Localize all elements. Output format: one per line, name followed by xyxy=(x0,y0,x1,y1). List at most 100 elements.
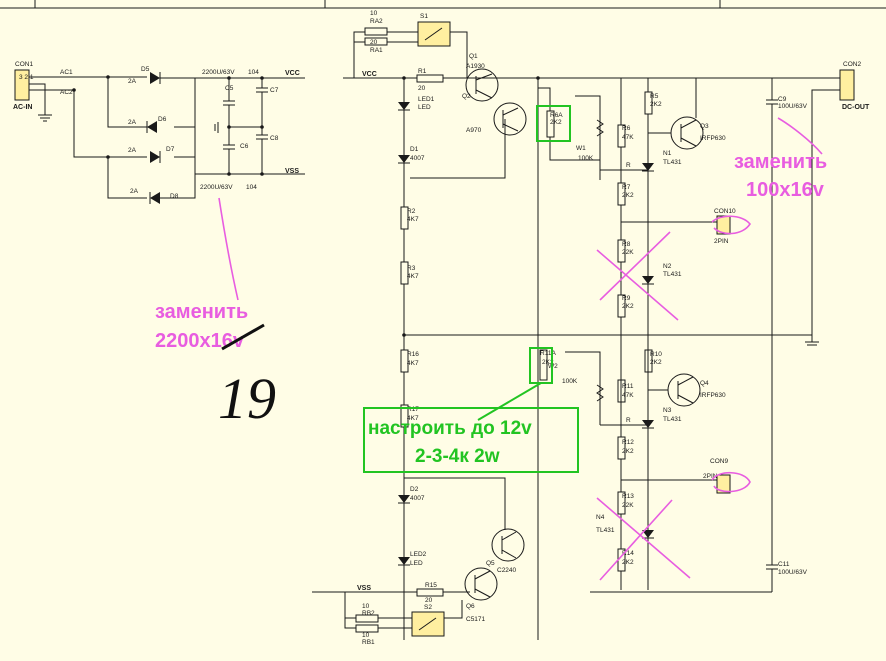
svg-text:2A: 2A xyxy=(128,78,137,85)
svg-text:20: 20 xyxy=(418,85,426,92)
c5-value: 2200U/63V xyxy=(202,69,235,76)
con2-connector: CON2 DC-OUT xyxy=(839,61,870,111)
annotation-replace-2200-line2: 2200x16v xyxy=(155,330,245,352)
svg-text:2A: 2A xyxy=(128,119,137,126)
svg-text:R12: R12 xyxy=(622,439,634,446)
svg-text:100U/63V: 100U/63V xyxy=(778,103,808,110)
green-pointer xyxy=(477,382,542,421)
svg-text:D1: D1 xyxy=(410,146,419,153)
svg-text:R17: R17 xyxy=(407,406,419,413)
svg-text:W2: W2 xyxy=(548,363,558,370)
svg-text:S2: S2 xyxy=(424,604,432,611)
svg-text:R11: R11 xyxy=(622,383,634,390)
svg-text:R8: R8 xyxy=(622,241,631,248)
annotation-replace-2200-line1: заменить xyxy=(155,301,248,323)
svg-text:R15: R15 xyxy=(425,582,437,589)
svg-text:2K2: 2K2 xyxy=(622,559,634,566)
svg-text:Q4: Q4 xyxy=(700,380,709,387)
svg-text:LED2: LED2 xyxy=(410,551,427,558)
svg-text:N2: N2 xyxy=(663,263,672,270)
svg-text:VCC: VCC xyxy=(362,71,377,78)
switch-s2: S2 xyxy=(411,604,445,637)
svg-text:R7: R7 xyxy=(622,184,631,191)
svg-text:R14: R14 xyxy=(622,550,634,557)
svg-text:R13: R13 xyxy=(622,493,634,500)
svg-text:TL431: TL431 xyxy=(663,416,682,423)
svg-text:TL431: TL431 xyxy=(663,271,682,278)
svg-text:C9: C9 xyxy=(778,96,787,103)
svg-text:D5: D5 xyxy=(141,66,150,73)
transistor-q3: Q3 IRFP630 xyxy=(670,116,726,150)
svg-text:R3: R3 xyxy=(407,265,416,272)
svg-text:TL431: TL431 xyxy=(663,159,682,166)
svg-text:2K2: 2K2 xyxy=(622,303,634,310)
svg-text:R1: R1 xyxy=(418,68,427,75)
transistor-q4: Q4 IRFP630 xyxy=(667,373,726,407)
annotation-replace-100-line2: 100x16v xyxy=(746,179,825,201)
svg-text:R10: R10 xyxy=(650,351,662,358)
svg-text:CON2: CON2 xyxy=(843,61,861,68)
svg-text:LED: LED xyxy=(418,104,431,111)
svg-text:47K: 47K xyxy=(622,134,634,141)
svg-text:RB1: RB1 xyxy=(362,639,375,646)
transistor-q2: Q2 A970 xyxy=(462,93,527,136)
svg-text:10: 10 xyxy=(370,10,378,17)
svg-text:S1: S1 xyxy=(420,13,428,20)
svg-text:D8: D8 xyxy=(170,193,179,200)
svg-text:AC1: AC1 xyxy=(60,69,73,76)
svg-text:4K7: 4K7 xyxy=(407,360,419,367)
svg-text:CON10: CON10 xyxy=(714,208,736,215)
svg-text:2PIN: 2PIN xyxy=(703,473,718,480)
switch-s1: S1 xyxy=(417,13,451,47)
arrow-to-c6 xyxy=(218,197,239,301)
cross-n4-b xyxy=(599,499,673,581)
arrow-to-c9 xyxy=(777,117,823,155)
svg-text:R2: R2 xyxy=(407,208,416,215)
svg-text:100U/63V: 100U/63V xyxy=(778,569,808,576)
svg-text:2200U/63V: 2200U/63V xyxy=(200,184,233,191)
svg-text:20: 20 xyxy=(425,597,433,604)
svg-text:Q6: Q6 xyxy=(466,603,475,610)
svg-text:2K2: 2K2 xyxy=(622,448,634,455)
svg-text:2K2: 2K2 xyxy=(550,119,562,126)
svg-text:104: 104 xyxy=(246,184,257,191)
cross-n2-b xyxy=(599,231,671,301)
con1-label: CON1 xyxy=(15,61,33,68)
transistor-q1: Q1 A1930 xyxy=(465,53,499,102)
diode-d5: D5 2A xyxy=(128,66,161,85)
svg-text:100K: 100K xyxy=(562,378,578,385)
loop-con10 xyxy=(711,215,751,235)
transistor-q5: Q5 C2240 xyxy=(486,528,525,574)
annotation-tune-box xyxy=(363,407,579,473)
svg-text:C8: C8 xyxy=(270,135,279,142)
cross-n2-a xyxy=(596,249,679,321)
svg-text:IRFP630: IRFP630 xyxy=(700,392,726,399)
highlight-r6a xyxy=(536,105,571,142)
svg-text:R9: R9 xyxy=(622,295,631,302)
svg-text:R16: R16 xyxy=(407,351,419,358)
svg-text:R: R xyxy=(626,417,631,424)
svg-text:RA1: RA1 xyxy=(370,47,383,54)
loop-con9 xyxy=(711,471,751,493)
svg-text:R11A: R11A xyxy=(540,350,556,357)
svg-text:4K7: 4K7 xyxy=(407,216,419,223)
svg-text:22K: 22K xyxy=(622,502,634,509)
svg-text:LED: LED xyxy=(410,560,423,567)
svg-text:2PIN: 2PIN xyxy=(714,238,729,245)
svg-text:RA2: RA2 xyxy=(370,18,383,25)
svg-text:N3: N3 xyxy=(663,407,672,414)
svg-text:C7: C7 xyxy=(270,87,279,94)
annotation-replace-100-line1: заменить xyxy=(734,151,827,173)
svg-text:Q1: Q1 xyxy=(469,53,478,60)
svg-text:47K: 47K xyxy=(622,392,634,399)
svg-text:VSS: VSS xyxy=(357,585,371,592)
svg-text:N4: N4 xyxy=(596,514,605,521)
svg-text:104: 104 xyxy=(248,69,259,76)
svg-text:N1: N1 xyxy=(663,150,672,157)
svg-text:D6: D6 xyxy=(158,116,167,123)
svg-text:2A: 2A xyxy=(128,147,137,154)
svg-text:4007: 4007 xyxy=(410,495,425,502)
